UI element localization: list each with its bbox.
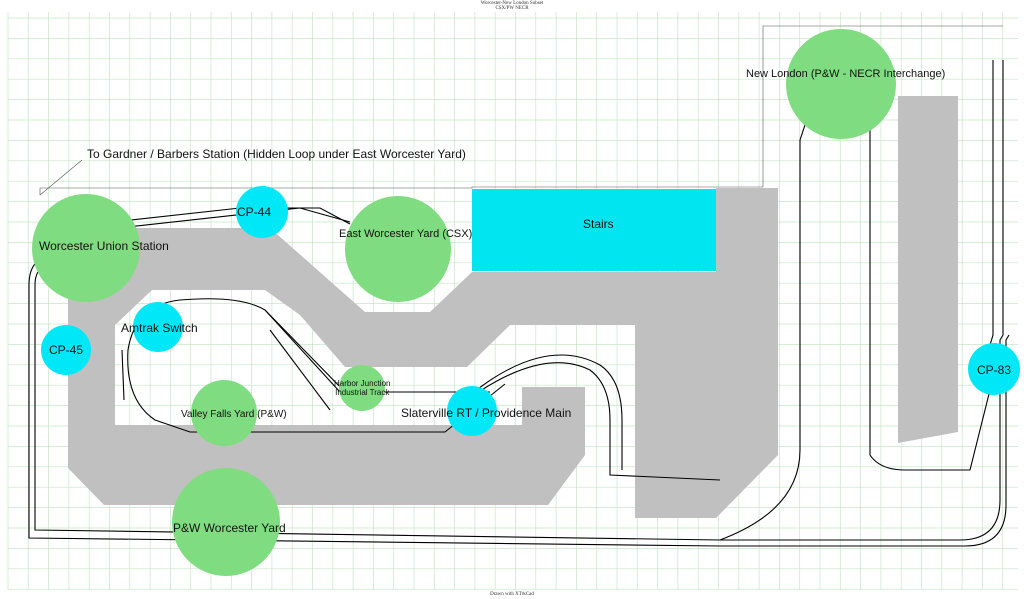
benchwork-new-london bbox=[898, 96, 958, 443]
slaterville-marker bbox=[447, 386, 497, 436]
cp44-marker bbox=[236, 186, 288, 238]
east-worcester-yard bbox=[345, 196, 451, 302]
harbor-junction-label: Harbor Junction Industrial Track bbox=[334, 379, 391, 397]
stairs-label: Stairs bbox=[583, 217, 614, 231]
valley-falls-yard bbox=[191, 380, 257, 446]
worcester-union-label: Worcester Union Station bbox=[39, 239, 169, 253]
pw-worcester-label: P&W Worcester Yard bbox=[173, 521, 286, 535]
pw-worcester-yard bbox=[172, 468, 280, 576]
valley-falls-label: Valley Falls Yard (P&W) bbox=[181, 409, 287, 420]
layout-title: Worcester-New London Subset bbox=[480, 1, 544, 6]
layout-subtitle: CSX/PW NECR bbox=[495, 6, 529, 11]
hidden-loop-leader bbox=[39, 159, 83, 196]
cp45-marker bbox=[41, 325, 91, 375]
footer-credit: Drawn with XTrkCad bbox=[490, 592, 534, 597]
harbor-junction-yard bbox=[339, 365, 385, 411]
amtrak-switch-label: Amtrak Switch bbox=[121, 321, 198, 335]
new-london-label: New London (P&W - NECR Interchange) bbox=[746, 68, 946, 80]
benchwork-slaterville bbox=[522, 387, 585, 505]
new-london-yard bbox=[786, 29, 896, 139]
amtrak-switch-marker bbox=[133, 302, 183, 352]
worcester-union-yard bbox=[32, 194, 140, 302]
room-outline bbox=[39, 25, 1003, 195]
hidden-loop-label: To Gardner / Barbers Station (Hidden Loo… bbox=[87, 147, 466, 161]
slaterville-label: Slaterville RT / Providence Main bbox=[401, 406, 572, 420]
cp44-label: CP-44 bbox=[237, 205, 272, 219]
east-worcester-label: East Worcester Yard (CSX) bbox=[339, 228, 473, 240]
cp45-label: CP-45 bbox=[49, 343, 84, 357]
stairs-rect bbox=[472, 189, 716, 271]
cp83-marker bbox=[968, 343, 1020, 395]
cp83-label: CP-83 bbox=[977, 363, 1012, 377]
